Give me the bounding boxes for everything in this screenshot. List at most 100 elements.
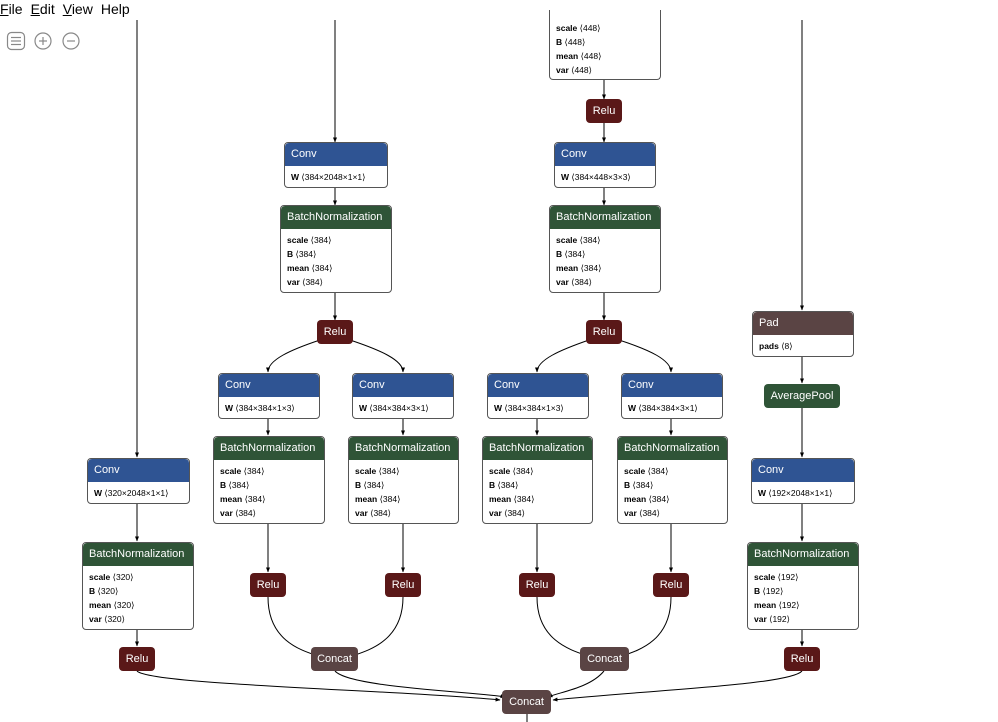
attr-row: var ⟨384⟩ [556,277,592,287]
attr-row: W ⟨384×2048×1×1⟩ [291,172,366,182]
attr-row: B ⟨384⟩ [489,480,519,490]
conv-node-a1[interactable]: Conv W ⟨384×384×1×3⟩ [218,373,320,419]
relu-node-a[interactable]: Relu [317,320,353,344]
attr-row: W ⟨384×384×1×3⟩ [225,403,295,413]
relu-node-b2[interactable]: Relu [653,573,689,597]
batchnorm-node-a[interactable]: BatchNormalization scale ⟨384⟩ B ⟨384⟩ m… [280,205,392,293]
batchnorm-node-a2[interactable]: BatchNormalization scale ⟨384⟩ B ⟨384⟩ m… [348,436,459,524]
zoom-in-icon[interactable] [33,31,53,51]
attr-row: B ⟨448⟩ [556,37,586,47]
menu-view[interactable]: View [61,0,99,20]
node-title: BatchNormalization [281,206,391,229]
attr-row: B ⟨320⟩ [89,586,119,596]
attr-row: B ⟨384⟩ [355,480,385,490]
attr-row: var ⟨192⟩ [754,614,790,624]
conv-node-b1[interactable]: Conv W ⟨384×384×1×3⟩ [487,373,589,419]
attr-row: var ⟨384⟩ [220,508,256,518]
attr-row: mean ⟨448⟩ [556,51,602,61]
node-title: Pad [753,312,853,335]
attr-row: mean ⟨384⟩ [556,263,602,273]
menu-edit[interactable]: Edit [29,0,61,20]
list-icon[interactable] [6,31,26,51]
conv-node-right[interactable]: Conv W ⟨192×2048×1×1⟩ [751,458,855,504]
attr-row: mean ⟨192⟩ [754,600,800,610]
attr-row: W ⟨192×2048×1×1⟩ [758,488,833,498]
attr-row: scale ⟨384⟩ [287,235,332,245]
attr-row: W ⟨384×448×3×3⟩ [561,172,631,182]
batchnorm-node-right[interactable]: BatchNormalization scale ⟨192⟩ B ⟨192⟩ m… [747,542,859,630]
menu-view-label: iew [71,1,93,17]
attr-row: scale ⟨448⟩ [556,23,601,33]
relu-node-a2[interactable]: Relu [385,573,421,597]
node-title: Conv [622,374,722,397]
node-title: Conv [219,374,319,397]
menu-view-accel: V [62,1,72,17]
node-title: Conv [88,459,189,482]
node-title: Conv [555,143,655,166]
attr-row: var ⟨448⟩ [556,65,592,75]
batchnorm-node-b2[interactable]: BatchNormalization scale ⟨384⟩ B ⟨384⟩ m… [617,436,728,524]
batchnorm-node-a1[interactable]: BatchNormalization scale ⟨384⟩ B ⟨384⟩ m… [213,436,325,524]
attr-row: scale ⟨384⟩ [220,466,265,476]
node-title: BatchNormalization [83,543,193,566]
concat-node-final[interactable]: Concat [502,690,551,714]
relu-node-left[interactable]: Relu [119,647,155,671]
relu-node-right[interactable]: Relu [784,647,820,671]
node-title: BatchNormalization [483,437,592,460]
menu-edit-accel: E [30,1,40,17]
menu-help[interactable]: Help [99,0,136,20]
conv-node-a[interactable]: Conv W ⟨384×2048×1×1⟩ [284,142,388,188]
node-title: BatchNormalization [748,543,858,566]
menu-file-accel: F [0,1,9,17]
menu-file-label: ile [8,1,23,17]
relu-node-a1[interactable]: Relu [250,573,286,597]
batchnorm-node-left[interactable]: BatchNormalization scale ⟨320⟩ B ⟨320⟩ m… [82,542,194,630]
batchnorm-node-b[interactable]: BatchNormalization scale ⟨384⟩ B ⟨384⟩ m… [549,205,661,293]
node-title: BatchNormalization [349,437,458,460]
attr-row: W ⟨384×384×1×3⟩ [494,403,564,413]
attr-row: var ⟨384⟩ [489,508,525,518]
node-title: Conv [285,143,387,166]
attr-row: B ⟨192⟩ [754,586,784,596]
averagepool-node[interactable]: AveragePool [764,384,840,408]
attr-row: mean ⟨320⟩ [89,600,135,610]
attr-row: B ⟨384⟩ [220,480,250,490]
concat-node-b[interactable]: Concat [580,647,629,671]
attr-row: B ⟨384⟩ [624,480,654,490]
attr-row: var ⟨384⟩ [287,277,323,287]
attr-row: var ⟨320⟩ [89,614,125,624]
attr-row: var ⟨384⟩ [355,508,391,518]
attr-row: B ⟨384⟩ [287,249,317,259]
batchnorm-node-b1[interactable]: BatchNormalization scale ⟨384⟩ B ⟨384⟩ m… [482,436,593,524]
batchnorm-node-top[interactable]: scale ⟨448⟩ B ⟨448⟩ mean ⟨448⟩ var ⟨448⟩ [549,10,661,80]
conv-node-left[interactable]: Conv W ⟨320×2048×1×1⟩ [87,458,190,504]
menu-file[interactable]: File [0,0,29,20]
attr-row: pads ⟨8⟩ [759,341,793,351]
relu-node-top[interactable]: Relu [586,99,622,123]
attr-row: mean ⟨384⟩ [287,263,333,273]
pad-node[interactable]: Pad pads ⟨8⟩ [752,311,854,357]
attr-row: scale ⟨384⟩ [489,466,534,476]
relu-node-b[interactable]: Relu [586,320,622,344]
attr-row: scale ⟨384⟩ [355,466,400,476]
node-title: BatchNormalization [214,437,324,460]
conv-node-b2[interactable]: Conv W ⟨384×384×3×1⟩ [621,373,723,419]
conv-node-b[interactable]: Conv W ⟨384×448×3×3⟩ [554,142,656,188]
node-title: Conv [752,459,854,482]
node-title: BatchNormalization [550,206,660,229]
node-title: Conv [488,374,588,397]
concat-node-a[interactable]: Concat [311,647,358,671]
attr-row: W ⟨384×384×3×1⟩ [359,403,429,413]
attr-row: scale ⟨192⟩ [754,572,799,582]
node-title: BatchNormalization [618,437,727,460]
relu-node-b1[interactable]: Relu [519,573,555,597]
attr-row: B ⟨384⟩ [556,249,586,259]
node-title: Conv [353,374,453,397]
zoom-out-icon[interactable] [61,31,81,51]
attr-row: W ⟨384×384×3×1⟩ [628,403,698,413]
menu-bar: File Edit View Help [0,0,136,20]
attr-row: scale ⟨384⟩ [624,466,669,476]
conv-node-a2[interactable]: Conv W ⟨384×384×3×1⟩ [352,373,454,419]
attr-row: mean ⟨384⟩ [220,494,266,504]
attr-row: W ⟨320×2048×1×1⟩ [94,488,169,498]
